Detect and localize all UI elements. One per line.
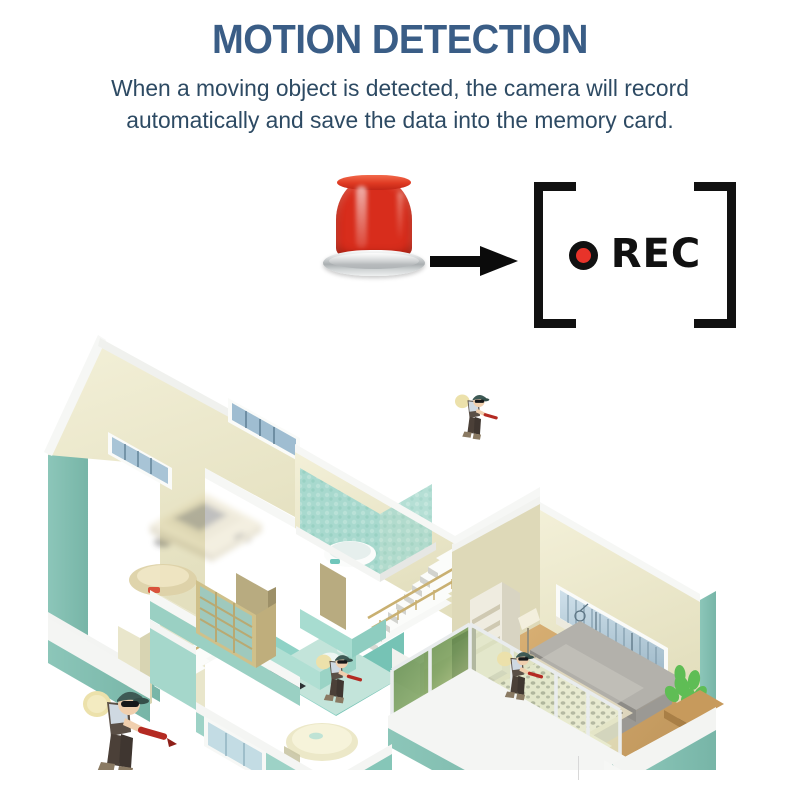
burglar-stairs xyxy=(455,394,498,440)
garage-clerestory-window xyxy=(108,432,172,490)
burglar-living-room xyxy=(497,651,544,701)
bathroom xyxy=(296,468,436,582)
dining-table xyxy=(284,723,358,764)
frame-corner-top-right-h xyxy=(694,182,736,191)
house-illustration xyxy=(0,150,800,770)
arrow-shaft xyxy=(430,256,486,267)
frame-corner-top-left-h xyxy=(534,182,576,191)
subtitle-line-1: When a moving object is detected, the ca… xyxy=(111,75,689,102)
frame-corner-bottom-right-h xyxy=(694,319,736,328)
siren-base-ring xyxy=(329,253,419,269)
burglar-outside-left xyxy=(83,691,177,770)
subtitle-line-2: automatically and save the data into the… xyxy=(126,106,674,133)
alarm-siren-icon xyxy=(323,175,425,280)
exterior-base-walls xyxy=(604,707,716,770)
rec-badge-inner: REC xyxy=(534,182,736,328)
frame-corner-bottom-right-v xyxy=(727,238,736,328)
frame-corner-top-right-v xyxy=(727,182,736,272)
rec-badge: REC xyxy=(534,182,736,328)
bottom-tick-mark xyxy=(578,756,579,780)
frame-corner-top-left-v xyxy=(534,182,543,272)
siren-dome-top xyxy=(337,175,411,190)
siren-highlight xyxy=(356,186,367,248)
garage-clerestory-window-2 xyxy=(228,398,300,462)
kitchen-window xyxy=(204,716,266,770)
record-dot-icon xyxy=(568,240,598,270)
car-lower-partial xyxy=(129,564,197,596)
car xyxy=(150,493,262,562)
siren-highlight-secondary xyxy=(397,192,403,240)
left-slat-windows xyxy=(196,580,276,668)
right-arrow-icon xyxy=(430,246,518,276)
frame-corner-bottom-left-v xyxy=(534,238,543,328)
burglar-kitchen xyxy=(316,654,363,704)
page-title: MOTION DETECTION xyxy=(212,16,588,62)
arrow-head xyxy=(480,246,518,276)
header: MOTION DETECTION When a moving object is… xyxy=(0,0,800,136)
frame-corner-bottom-left-h xyxy=(534,319,576,328)
page-subtitle: When a moving object is detected, the ca… xyxy=(12,61,788,136)
eave-trim xyxy=(295,444,540,544)
siren-dome xyxy=(336,176,412,260)
rec-label: REC xyxy=(610,231,702,277)
house-cutaway-svg xyxy=(44,335,724,770)
